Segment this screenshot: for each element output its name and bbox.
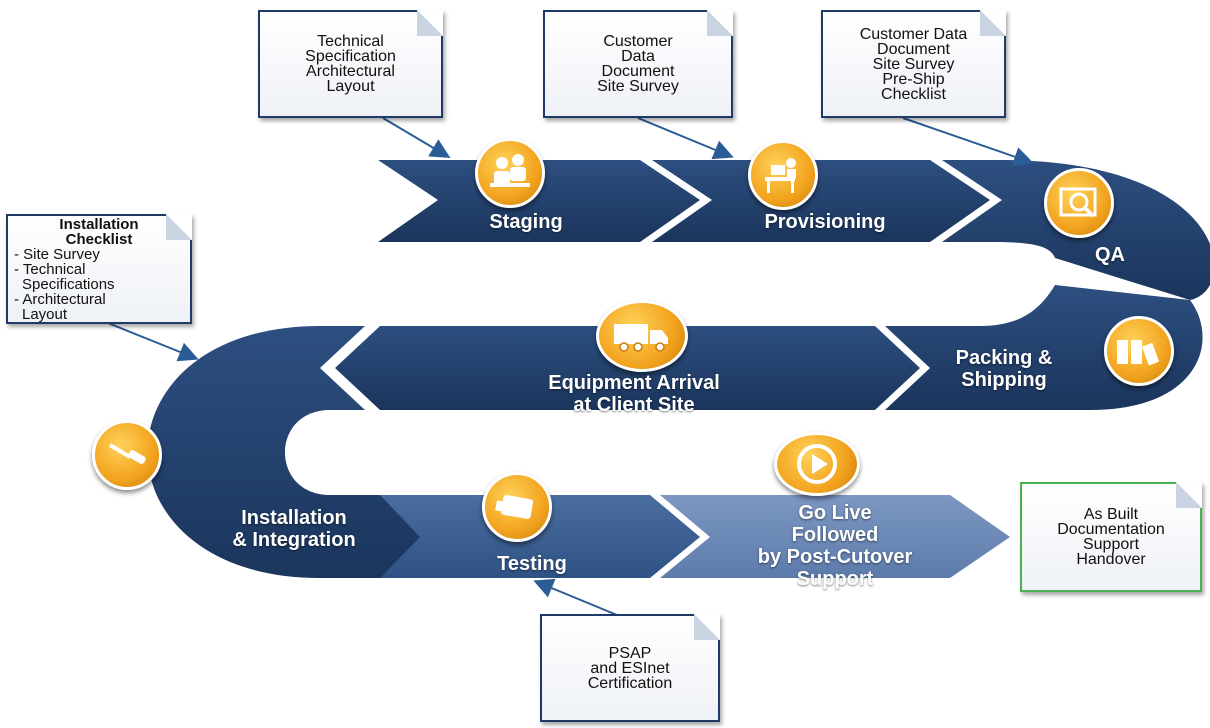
handover-document: As Built Documentation Support Handover xyxy=(1020,482,1202,592)
testing-document: PSAP and ESInet Certification xyxy=(540,614,720,722)
installation-checklist-document: Installation Checklist - Site Survey - T… xyxy=(6,214,192,324)
arrow-installation xyxy=(107,322,199,362)
doc-list-item: - Architectural xyxy=(14,290,106,308)
golive-line-2: Followed xyxy=(791,524,879,546)
usb-drive-icon xyxy=(482,472,552,542)
stage-golive-label: Go Live Followed by Post-Cutover Support xyxy=(758,502,912,590)
golive-line-1: Go Live xyxy=(798,502,872,524)
installation-line-2: & Integration xyxy=(232,529,356,551)
doc-line: Layout xyxy=(326,78,375,95)
golive-line-4: Support xyxy=(796,568,874,590)
page-fold-icon xyxy=(694,614,720,640)
doc-list-item: Specifications xyxy=(22,275,115,293)
doc-list-item: Layout xyxy=(22,305,68,323)
doc-line: Specification xyxy=(305,48,396,65)
doc-line: Checklist xyxy=(881,85,946,103)
stage-equipment-label: Equipment Arrival at Client Site xyxy=(548,372,720,416)
doc-line: Certification xyxy=(587,674,673,692)
doc-title: Installation xyxy=(59,215,139,233)
stage-installation-label: Installation & Integration xyxy=(232,507,355,551)
staging-band xyxy=(378,160,700,242)
doc-line: As Built xyxy=(1083,506,1139,523)
doc-line: Site Survey xyxy=(597,78,679,95)
provisioning-band xyxy=(652,160,990,242)
stage-qa-label: QA xyxy=(1095,244,1125,266)
doc-line: Site Survey xyxy=(872,55,955,73)
qa-document: Customer Data Document Site Survey Pre-S… xyxy=(821,10,1006,118)
doc-line: Document xyxy=(877,40,950,58)
doc-line: Document xyxy=(601,63,675,80)
doc-line: Documentation xyxy=(1057,521,1165,538)
boxes-icon xyxy=(1104,316,1174,386)
doc-line: Technical xyxy=(317,33,384,50)
people-meeting-icon xyxy=(475,138,545,208)
doc-line: Customer xyxy=(603,33,673,50)
stage-staging-label: Staging xyxy=(489,211,563,233)
magnifier-document-icon xyxy=(1044,168,1114,238)
doc-line: Customer Data xyxy=(859,25,968,43)
installation-band xyxy=(147,326,445,578)
desk-worker-icon xyxy=(748,140,818,210)
testing-band xyxy=(380,495,700,578)
golive-line-3: by Post-Cutover xyxy=(757,546,913,568)
page-fold-icon xyxy=(707,10,733,36)
packing-line-1: Packing & xyxy=(955,347,1053,369)
doc-title: Checklist xyxy=(65,230,133,248)
truck-icon xyxy=(596,300,688,372)
screwdriver-icon xyxy=(92,420,162,490)
golive-band xyxy=(660,495,1010,578)
doc-line: Support xyxy=(1082,536,1140,553)
doc-list-item: - Technical xyxy=(14,260,86,278)
page-fold-icon xyxy=(980,10,1006,36)
stage-testing-label: Testing xyxy=(497,553,567,575)
doc-line: PSAP xyxy=(608,644,652,662)
doc-line: Architectural xyxy=(306,63,395,80)
installation-line-1: Installation xyxy=(241,507,347,529)
arrow-testing xyxy=(533,578,618,616)
packing-line-2: Shipping xyxy=(961,369,1047,391)
page-fold-icon xyxy=(417,10,443,36)
stage-provisioning-label: Provisioning xyxy=(764,211,886,233)
doc-line: Handover xyxy=(1076,551,1146,568)
doc-line: Pre-Ship xyxy=(882,70,945,88)
equipment-line-1: Equipment Arrival xyxy=(548,372,720,394)
stage-packing-label: Packing & Shipping xyxy=(956,347,1053,391)
equipment-line-2: at Client Site xyxy=(573,394,695,416)
arrow-staging xyxy=(382,117,451,159)
staging-document: Technical Specification Architectural La… xyxy=(258,10,443,118)
arrow-provisioning xyxy=(637,117,734,160)
arrow-qa xyxy=(902,117,1034,167)
doc-line: Data xyxy=(621,48,655,65)
page-fold-icon xyxy=(166,214,192,240)
doc-line: and ESInet xyxy=(590,659,670,677)
doc-list-item: - Site Survey xyxy=(14,245,100,263)
provisioning-document: Customer Data Document Site Survey xyxy=(543,10,733,118)
play-icon xyxy=(774,432,860,496)
page-fold-icon xyxy=(1176,482,1202,508)
